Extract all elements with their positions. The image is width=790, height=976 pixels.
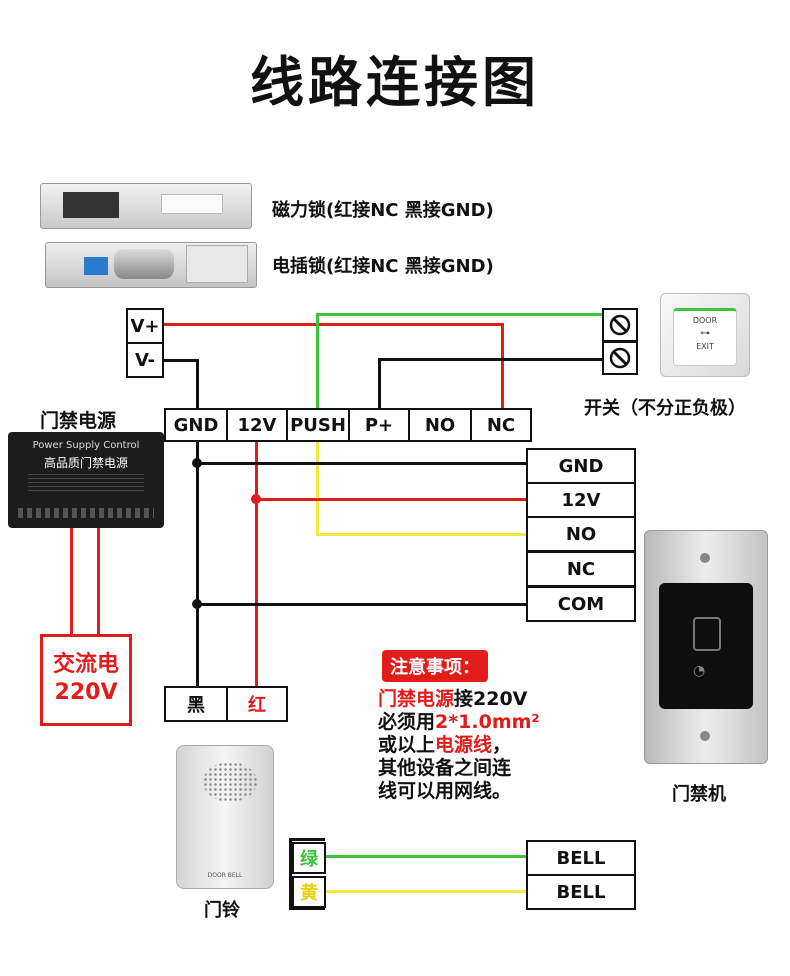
- wire-push-h: [316, 313, 604, 316]
- ps-terminal-push: PUSH: [286, 408, 350, 442]
- electric-bolt-lock-label: 电插锁(红接NC 黑接GND): [272, 256, 494, 277]
- controller-label: 门禁机: [672, 784, 726, 805]
- notice-title: 注意事项：: [382, 650, 488, 682]
- power-supply-image: Power Supply Control 高品质门禁电源: [8, 432, 164, 528]
- wire-bell-bracket-v: [289, 838, 292, 910]
- magnetic-lock-label: 磁力锁(红接NC 黑接GND): [272, 200, 494, 221]
- notice-text: 门禁电源接220V 必须用2*1.0mm² 或以上电源线， 其他设备之间连 线可…: [378, 688, 540, 802]
- wire-vplus-v: [501, 323, 504, 410]
- ctrl-terminal-no: NO: [526, 516, 636, 552]
- vminus-label: V-: [134, 349, 156, 371]
- doorbell-terminal-black: 黑: [164, 686, 228, 722]
- ctrl-terminal-com: COM: [526, 586, 636, 622]
- key-icon: ⊶: [700, 328, 710, 339]
- exit-button-door-text: DOOR: [692, 316, 718, 325]
- exit-button-exit-text: EXIT: [696, 342, 714, 351]
- wire-push-up: [316, 313, 319, 410]
- exit-button-image: DOOR ⊶ EXIT: [660, 293, 750, 377]
- doorbell-label: 门铃: [204, 900, 240, 921]
- bell-wire-green-label: 绿: [292, 842, 326, 874]
- junction-dot: [192, 599, 202, 609]
- power-supply-label: 门禁电源: [40, 410, 117, 432]
- wire-vminus-v: [196, 359, 199, 410]
- wire-push-no: [316, 533, 528, 536]
- vplus-label: V+: [130, 315, 160, 337]
- ctrl-terminal-nc: NC: [526, 551, 636, 587]
- junction-dot: [251, 494, 261, 504]
- ps-terminal-12v: 12V: [226, 408, 288, 442]
- wire-bell-green: [326, 855, 528, 858]
- ctrl-terminal-bell-1: BELL: [526, 840, 636, 876]
- ps-terminal-pplus: P+: [348, 408, 410, 442]
- screw-icon: [609, 314, 631, 336]
- switch-label: 开关（不分正负极）: [584, 398, 746, 419]
- wire-pplus-up: [378, 358, 381, 410]
- wire-gnd-down: [196, 440, 199, 688]
- wire-ac-1: [70, 526, 73, 636]
- ac-power-box: 交流电 220V: [40, 634, 132, 726]
- bell-wire-yellow-label: 黄: [292, 876, 326, 908]
- ac-power-line2: 220V: [54, 680, 118, 705]
- power-supply-device-line1: Power Supply Control: [32, 440, 140, 451]
- wire-controller-gnd: [196, 462, 528, 465]
- electric-bolt-lock-image: [45, 242, 257, 288]
- screw-icon: [609, 347, 631, 369]
- doorbell-image: DOOR BELL: [176, 745, 274, 889]
- doorbell-brand-text: DOOR BELL: [207, 872, 243, 879]
- wire-12v-down: [255, 440, 258, 688]
- wire-ac-2: [97, 526, 100, 636]
- ctrl-terminal-bell-2: BELL: [526, 874, 636, 910]
- wire-controller-12v: [255, 498, 528, 501]
- access-controller-image: ◔: [644, 530, 768, 764]
- magnetic-lock-image: [40, 183, 252, 229]
- nfc-icon: ◔: [693, 663, 706, 679]
- ps-terminal-no: NO: [408, 408, 472, 442]
- ctrl-terminal-12v: 12V: [526, 482, 636, 518]
- ac-power-line1: 交流电: [52, 652, 119, 677]
- page-title: 线路连接图: [250, 51, 540, 114]
- switch-screw-terminal-2: [602, 341, 638, 375]
- vplus-terminal: V+: [126, 308, 164, 344]
- wire-vplus-h: [162, 323, 504, 326]
- power-supply-device-line2: 高品质门禁电源: [43, 456, 128, 470]
- wire-bell-bracket-t: [289, 838, 325, 841]
- ps-terminal-nc: NC: [470, 408, 532, 442]
- ctrl-terminal-gnd: GND: [526, 448, 636, 484]
- wire-controller-com: [196, 603, 528, 606]
- wire-push-down: [316, 440, 319, 535]
- doorbell-terminal-red: 红: [226, 686, 288, 722]
- vminus-terminal: V-: [126, 342, 164, 378]
- wire-bell-yellow: [326, 890, 528, 893]
- junction-dot: [192, 458, 202, 468]
- ps-terminal-gnd: GND: [164, 408, 228, 442]
- wire-pplus-h: [378, 358, 604, 361]
- switch-screw-terminal-1: [602, 308, 638, 342]
- wire-bell-bracket-b: [289, 907, 325, 910]
- wire-vminus-h: [162, 359, 198, 362]
